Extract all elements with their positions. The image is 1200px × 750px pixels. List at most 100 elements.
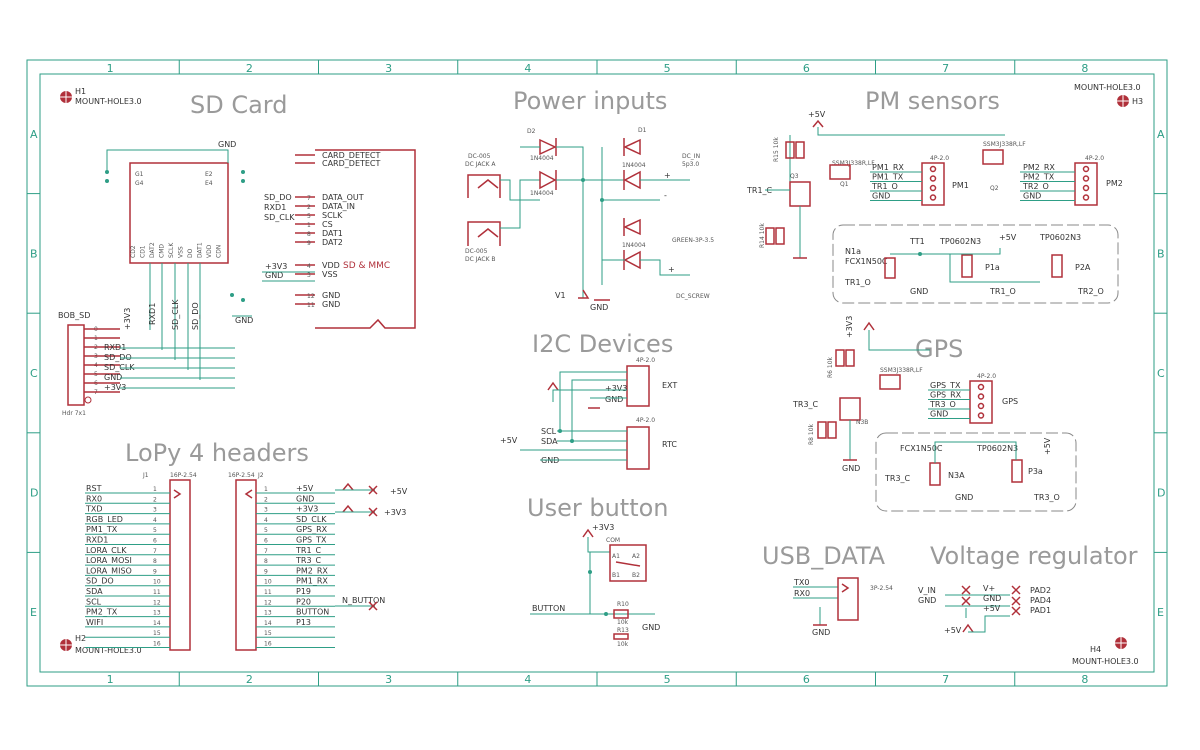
sd-slot-pin-number: 9: [307, 240, 311, 247]
lopy-j1-net-label: RXD1: [86, 536, 108, 545]
lopy-j2-net-label: P13: [296, 618, 311, 627]
pm1-pin: [929, 165, 937, 173]
row-label-left: D: [30, 487, 38, 500]
lopy-j1-pin-number: 9: [153, 568, 157, 575]
row-label-left: A: [30, 128, 38, 141]
i2c-ext-connector: [626, 365, 650, 407]
svg-text:A1: A1: [612, 553, 620, 560]
svg-text:-: -: [664, 191, 667, 200]
sd-ic-pin-label: CDN: [216, 245, 223, 258]
svg-text:GREEN-3P-3.5: GREEN-3P-3.5: [672, 237, 714, 244]
row-label-right: E: [1157, 606, 1164, 619]
svg-text:TR3_O: TR3_O: [1033, 493, 1060, 502]
column-label-top: 3: [385, 62, 392, 75]
svg-text:GND: GND: [265, 271, 283, 280]
rail-3v3-symbol: [342, 504, 354, 513]
lopy-j1-pin-number: 7: [153, 548, 157, 555]
sd-slot-pin-number: 3: [307, 272, 311, 279]
svg-text:SSM3J338R,LF: SSM3J338R,LF: [880, 367, 923, 374]
rail-5v-symbol: [342, 482, 354, 491]
i2c-section: 4P-2.0 EXT +3V3 GND 4P-2.0 RTC SCL SDA +…: [500, 357, 677, 470]
title-lopy-headers: LoPy 4 headers: [125, 439, 309, 467]
svg-text:GPS: GPS: [1002, 397, 1018, 406]
svg-text:B1: B1: [612, 572, 620, 579]
title-usb-data: USB_DATA: [762, 542, 886, 570]
svg-text:PAD1: PAD1: [1030, 606, 1051, 615]
svg-text:10k: 10k: [617, 641, 629, 648]
lopy-j2-pin-number: 13: [264, 610, 272, 617]
lopy-j2-net-label: PM1_RX: [296, 577, 328, 586]
sd-socket-ic: [129, 162, 229, 264]
mount-hole-h1: H1 MOUNT-HOLE3.0: [60, 87, 142, 106]
svg-text:GND: GND: [983, 594, 1001, 603]
svg-text:TP0602N3: TP0602N3: [976, 444, 1018, 453]
svg-text:R15 10k: R15 10k: [773, 137, 780, 162]
svg-text:GND: GND: [642, 623, 660, 632]
gps-net-label: GPS_RX: [930, 391, 962, 400]
pm-mosfet-q1: [829, 164, 851, 180]
lopy-j1-net-label: WIFI: [86, 618, 103, 627]
svg-text:B2: B2: [632, 572, 640, 579]
sd-header-net-label: SD_DO: [104, 353, 132, 362]
diode-d2: [539, 138, 557, 156]
svg-text:BOB_SD: BOB_SD: [58, 311, 90, 320]
pm2-net-label: TR2_O: [1022, 182, 1049, 191]
h1-ref: H1: [75, 87, 86, 96]
row-label-right: C: [1157, 367, 1165, 380]
lopy-j1-pin-number: 15: [153, 630, 161, 637]
row-label-left: B: [30, 247, 38, 260]
svg-text:SSM3J338R,LF: SSM3J338R,LF: [983, 141, 1026, 148]
resistor-r13: [613, 633, 629, 640]
pm2-pin: [1082, 165, 1090, 173]
row-label-right: A: [1157, 128, 1165, 141]
svg-text:4P-2.0: 4P-2.0: [636, 417, 655, 424]
h3-ref: H3: [1132, 97, 1143, 106]
svg-text:PAD4: PAD4: [1030, 596, 1051, 605]
lopy-j2-net-label: GPS_RX: [296, 525, 328, 534]
h2-label: MOUNT-HOLE3.0: [75, 646, 142, 655]
mount-hole-h2: H2 MOUNT-HOLE3.0: [60, 634, 142, 655]
pm2-pin: [1082, 194, 1090, 201]
title-gps: GPS: [915, 335, 963, 363]
pm-sensors-section: +5V R15 10k SSM3J338R,LF Q1 Q3 TR1_C R14…: [746, 110, 1123, 304]
usb-data-section: TX0 RX0 3P-2.54 GND: [793, 577, 893, 637]
svg-text:+5V: +5V: [983, 604, 1001, 613]
column-label-bottom: 2: [246, 673, 253, 686]
svg-text:+3V3: +3V3: [605, 384, 627, 393]
svg-text:4P-2.0: 4P-2.0: [636, 357, 655, 364]
sd-slot-pin-number: 4: [307, 263, 311, 270]
lopy-j1-net-label: PM1_TX: [86, 525, 118, 534]
row-label-right: D: [1157, 487, 1165, 500]
svg-text:TR3_C: TR3_C: [792, 400, 819, 409]
svg-text:DC JACK B: DC JACK B: [465, 256, 496, 263]
svg-text:+5V: +5V: [999, 233, 1017, 242]
svg-text:GND: GND: [235, 316, 253, 325]
svg-text:+5V: +5V: [500, 436, 518, 445]
svg-text:10k: 10k: [617, 619, 629, 626]
push-button-switch: [609, 544, 647, 582]
column-label-top: 8: [1081, 62, 1088, 75]
svg-text:+5V: +5V: [944, 626, 962, 635]
column-label-top: 6: [803, 62, 810, 75]
lopy-j1-net-label: PM2_TX: [86, 608, 118, 617]
svg-text:J1: J1: [142, 472, 149, 479]
svg-text:RXD1: RXD1: [264, 203, 286, 212]
h4-label: MOUNT-HOLE3.0: [1072, 657, 1139, 666]
svg-text:TR3_C: TR3_C: [884, 474, 911, 483]
svg-text:SCL: SCL: [541, 427, 557, 436]
lopy-j1-net-label: SD_DO: [86, 577, 114, 586]
lopy-j2-pin-number: 8: [264, 558, 268, 565]
svg-text:4P-2.0: 4P-2.0: [1085, 155, 1104, 162]
sd-slot-pin-number: 12: [307, 293, 315, 300]
sd-header-net-label: +3V3: [104, 383, 126, 392]
lopy-j1-pin-number: 1: [153, 486, 157, 493]
lopy-j1-pin-number: 6: [153, 538, 157, 545]
lopy-j1-pin-number: 13: [153, 610, 161, 617]
column-label-bottom: 3: [385, 673, 392, 686]
title-pm-sensors: PM sensors: [865, 87, 1000, 115]
svg-text:1N4004: 1N4004: [622, 162, 646, 169]
pm1-net-label: GND: [872, 192, 890, 201]
lopy-j1-net-label: RGB_LED: [86, 515, 123, 524]
svg-text:RTC: RTC: [662, 440, 677, 449]
title-voltage-regulator: Voltage regulator: [930, 542, 1138, 570]
